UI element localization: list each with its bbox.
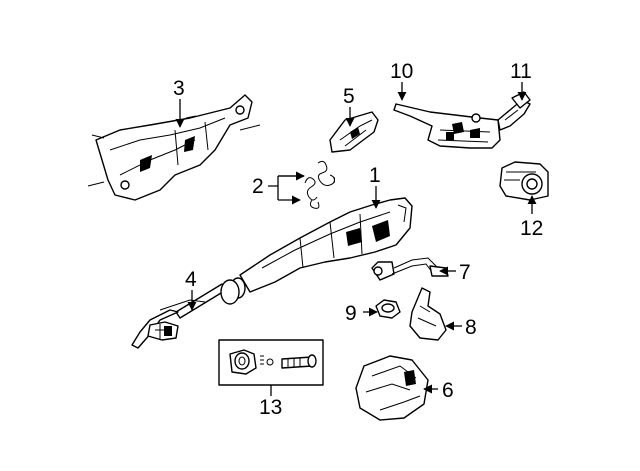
springs-part[interactable] — [304, 160, 335, 209]
callout-labels: 3 5 2 1 4 10 11 12 7 9 8 6 13 — [173, 60, 543, 419]
steering-column-part[interactable] — [230, 197, 413, 299]
shroud-bracket-part[interactable] — [409, 287, 447, 341]
callout-9: 9 — [345, 302, 357, 325]
callout-8: 8 — [465, 316, 477, 339]
wiper-switch-part[interactable] — [497, 91, 531, 131]
callout-2: 2 — [252, 175, 264, 198]
callout-11: 11 — [510, 60, 532, 83]
multifunction-switch-part[interactable] — [393, 103, 501, 149]
callout-7: 7 — [459, 261, 471, 284]
key-cylinder-kit[interactable] — [218, 339, 324, 386]
callout-3: 3 — [173, 77, 185, 100]
callout-5: 5 — [343, 85, 355, 108]
nut-part[interactable] — [375, 299, 401, 319]
callout-4: 4 — [185, 268, 197, 291]
callout-12: 12 — [520, 217, 543, 240]
callout-13: 13 — [259, 396, 282, 419]
callout-1: 1 — [369, 164, 381, 187]
column-cover-part[interactable] — [355, 355, 429, 421]
sensor-part[interactable] — [499, 161, 549, 201]
wiring-part[interactable] — [371, 257, 449, 281]
callout-6: 6 — [442, 379, 454, 402]
support-bracket-part[interactable] — [87, 94, 261, 201]
callout-10: 10 — [390, 60, 413, 83]
bracket-part[interactable] — [329, 111, 379, 153]
leader-lines — [175, 82, 537, 396]
